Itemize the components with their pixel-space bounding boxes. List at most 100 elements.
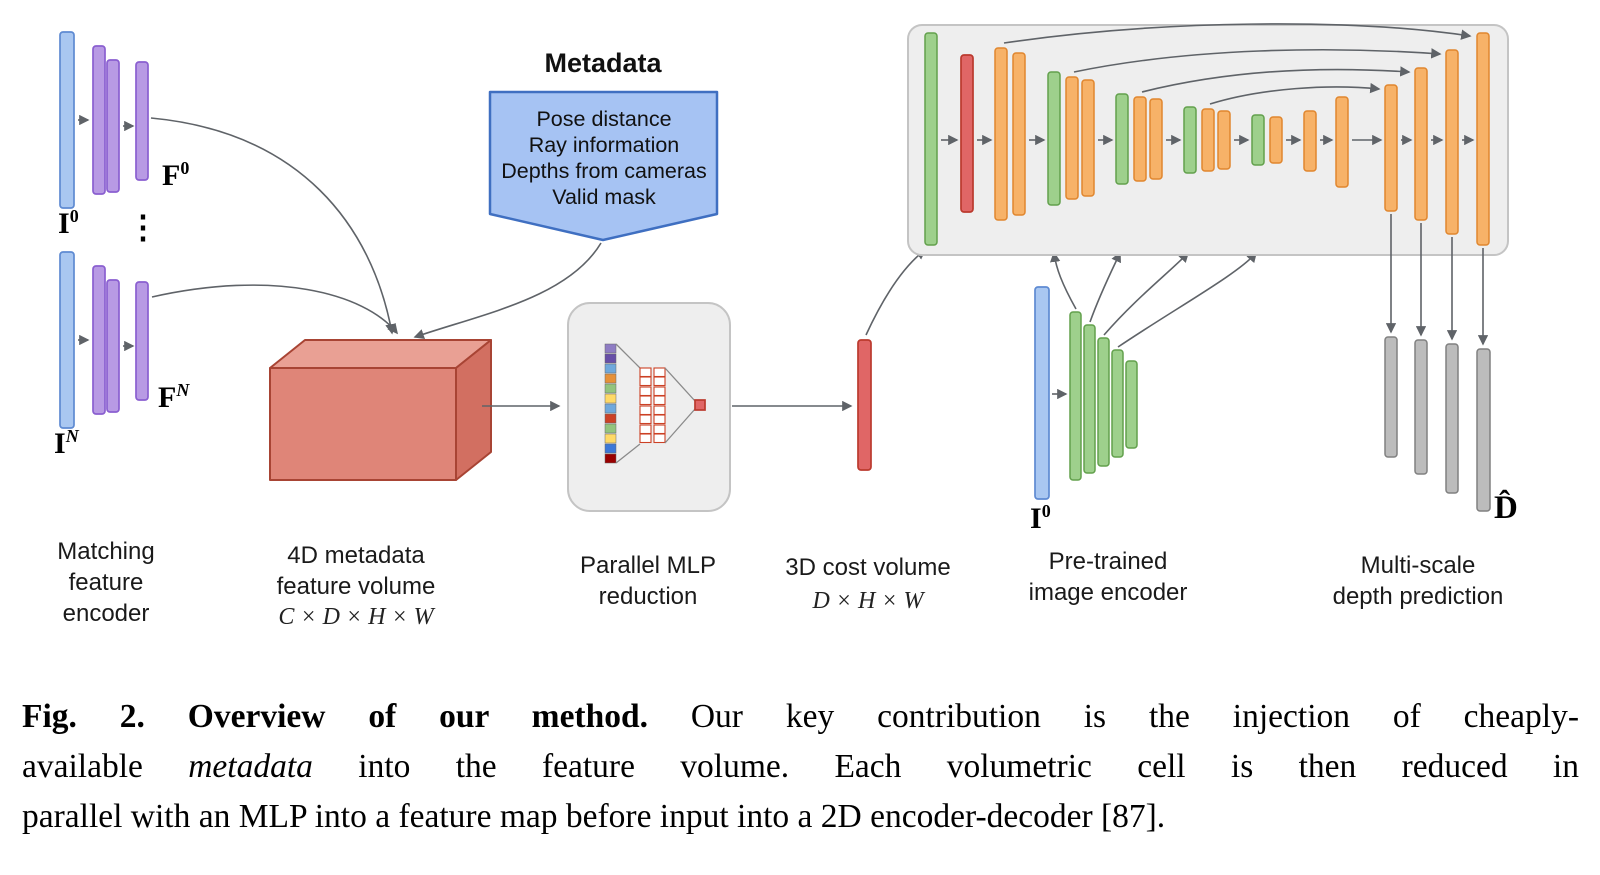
mlp-cell	[604, 403, 617, 414]
unet-bar	[1149, 98, 1163, 180]
mlp-cell	[653, 395, 666, 406]
mlp-cell	[653, 376, 666, 387]
skip-arrow	[1050, 251, 1077, 310]
volume-front-face	[269, 367, 457, 481]
ellipsis-vertical: ⋮	[127, 209, 159, 245]
mlp-funnel-line	[615, 443, 641, 464]
mlp-cell	[639, 386, 652, 397]
unet-bar	[1047, 71, 1061, 206]
label-cost-volume: 3D cost volume	[785, 554, 951, 581]
image-feature-bar	[1083, 324, 1096, 474]
label-pretrained-encoder: Pre-trained image encoder	[1028, 548, 1188, 606]
depth-map-bar	[1445, 343, 1459, 494]
mlp-cell	[653, 433, 666, 444]
caption-text: parallel with an MLP into a feature map …	[22, 798, 1166, 835]
mlp-cell	[653, 424, 666, 435]
label-matching-encoder: Matching feature encoder	[57, 538, 155, 627]
mlp-reduction-box	[567, 302, 731, 512]
caption-line: parallel with an MLP into a feature map …	[22, 792, 1579, 842]
mlp-funnel-line	[615, 343, 641, 369]
mlp-funnel-line	[664, 408, 696, 444]
depth-prediction-outputs	[1384, 214, 1491, 512]
mlp-cell	[604, 343, 617, 354]
depth-map-bar	[1476, 348, 1491, 512]
label-mlp-reduction: Parallel MLP reduction	[579, 552, 717, 610]
math-sup: 0	[180, 158, 190, 178]
feature-bar	[106, 59, 120, 193]
math-base: I	[1030, 502, 1042, 535]
metadata-item: Ray information	[528, 133, 680, 157]
matching-encoder-top	[59, 31, 149, 209]
image-feature-bar	[1097, 337, 1110, 467]
cost-to-unet-arrow	[865, 249, 927, 336]
image-feature-bar	[1069, 311, 1082, 481]
feature-bar	[106, 279, 120, 413]
unet-bar	[994, 47, 1008, 221]
unet-bar	[1303, 110, 1317, 172]
feature-bar	[92, 45, 106, 195]
unet-bar	[1414, 67, 1428, 221]
mlp-cell	[639, 395, 652, 406]
mlp-cell	[639, 376, 652, 387]
math-base: I	[58, 207, 70, 240]
metadata-list: Pose distance Ray information Depths fro…	[491, 106, 717, 210]
mlp-hidden-columns	[639, 367, 666, 444]
caption-fig-label: Fig. 2. Overview of our method.	[22, 698, 648, 735]
input-image-bar	[59, 31, 75, 209]
math-sup: N	[65, 426, 79, 446]
mlp-cell	[604, 373, 617, 384]
mlp-cell	[653, 405, 666, 416]
label-f0: F0	[162, 158, 189, 193]
unet-bar	[1335, 96, 1349, 188]
mlp-cell	[653, 386, 666, 397]
unet-bar	[1269, 116, 1283, 164]
mlp-cell	[604, 443, 617, 454]
skip-arrow	[1103, 251, 1190, 336]
mlp-cell	[639, 414, 652, 425]
image-feature-bar	[1111, 349, 1124, 458]
unet-bar	[1183, 106, 1197, 174]
unet-bar	[924, 32, 938, 246]
feature-volume-box	[269, 339, 492, 481]
input-image-bar	[59, 251, 75, 429]
image-feature-skip-arrows	[1050, 251, 1258, 348]
feature-bar	[135, 281, 149, 401]
unet-skip-arc	[1209, 82, 1381, 105]
unet-bar	[1065, 76, 1079, 200]
unet-bar	[1445, 49, 1459, 235]
mlp-input-column	[604, 343, 617, 464]
unet-bar	[960, 54, 974, 213]
label-i0: I0	[58, 206, 79, 241]
unet-bar	[1217, 110, 1231, 170]
matching-encoder-bottom	[59, 251, 149, 429]
unet-skip-arc	[1003, 23, 1472, 44]
label-feature-volume: 4D metadata feature volume	[276, 542, 436, 600]
mlp-cell	[653, 414, 666, 425]
math-sup: 0	[1041, 501, 1051, 521]
metadata-title: Metadata	[544, 48, 662, 78]
unet-bar	[1133, 96, 1147, 182]
mlp-cell	[604, 363, 617, 374]
label-cost-volume-dims: D × H × W	[812, 588, 924, 614]
unet-bar	[1476, 32, 1490, 246]
mlp-cell	[639, 424, 652, 435]
figure-caption: Fig. 2. Overview of our method. Our key …	[22, 692, 1579, 842]
unet-bar	[1384, 84, 1398, 212]
pretrained-image-encoder	[1034, 286, 1138, 500]
features0-to-volume-arrow	[150, 117, 396, 335]
mlp-cell	[639, 433, 652, 444]
volume-top-face	[269, 339, 492, 369]
mlp-cell	[604, 353, 617, 364]
unet-skip-arc	[1141, 66, 1411, 93]
caption-text: into the feature volume. Each volumetric…	[312, 748, 1579, 785]
unet-skip-arc	[1073, 48, 1442, 73]
depth-map-bar	[1414, 339, 1428, 475]
featuresN-to-volume-arrow	[151, 284, 398, 335]
diagram-canvas	[59, 23, 1509, 512]
mlp-output-cell	[694, 399, 706, 411]
label-fN: FN	[158, 380, 189, 415]
math-base: I	[54, 427, 66, 460]
unet-bar	[1201, 108, 1215, 172]
unet-bar	[1081, 79, 1095, 197]
